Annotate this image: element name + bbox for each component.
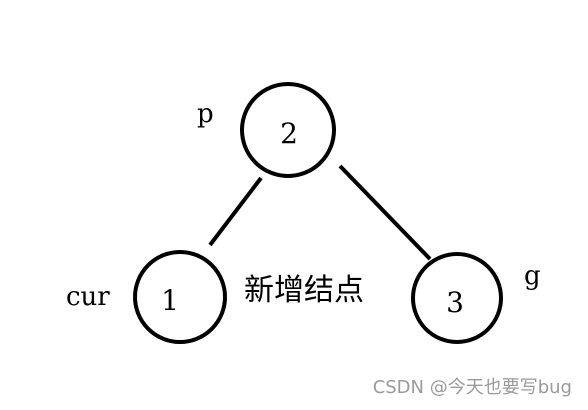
node-left-child-value: 1 bbox=[161, 284, 179, 317]
node-parent-circle bbox=[240, 82, 336, 178]
node-right-child-circle bbox=[411, 252, 503, 344]
edge-parent-to-left bbox=[208, 176, 263, 247]
watermark: CSDN @今天也要写bug bbox=[373, 377, 572, 398]
node-right-child-value: 3 bbox=[446, 286, 464, 319]
node-left-child-tag: cur bbox=[66, 282, 110, 312]
node-left-child: 1 bbox=[133, 250, 227, 344]
new-node-annotation: 新增结点 bbox=[244, 273, 364, 308]
node-parent-value: 2 bbox=[280, 117, 298, 150]
node-right-child: 3 bbox=[411, 252, 503, 344]
node-parent-tag: p bbox=[197, 99, 214, 129]
node-right-child-tag: g bbox=[524, 261, 541, 291]
node-left-child-circle bbox=[133, 250, 227, 344]
edge-parent-to-right bbox=[338, 164, 432, 261]
node-parent: 2 bbox=[240, 82, 336, 178]
